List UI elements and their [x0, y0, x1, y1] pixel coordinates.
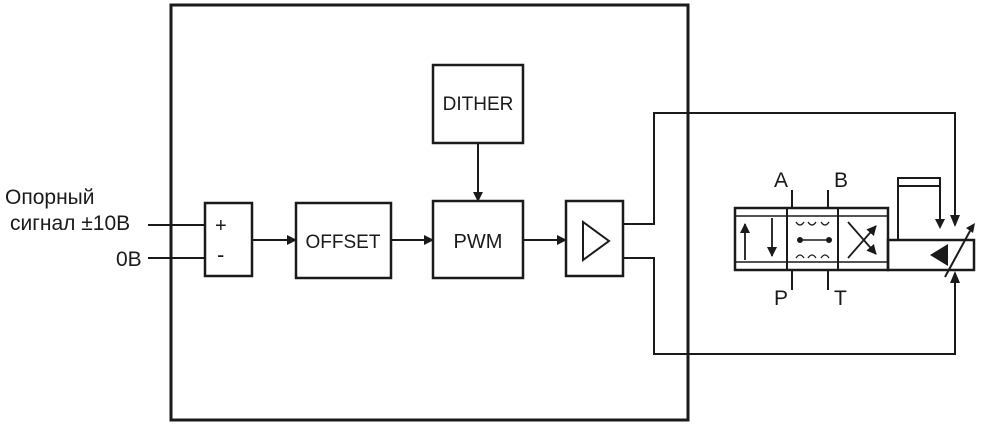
proportional-solenoid-icon [886, 223, 976, 278]
dither-label: DITHER [443, 94, 514, 115]
spring-return-icon [897, 177, 945, 240]
amplifier-block [564, 199, 625, 278]
output-wire-upper [623, 112, 956, 225]
controller-enclosure [169, 3, 690, 422]
wire-lower-arrowhead [950, 271, 960, 283]
proportional-valve-symbol [733, 190, 890, 290]
reference-signal-label-line2: сигнал ±10В [10, 212, 130, 235]
pwm-label: PWM [454, 231, 503, 253]
wire-upper-arrowhead [950, 215, 960, 227]
port-t-label: T [834, 287, 847, 310]
port-a-label: A [774, 169, 788, 192]
summing-plus-sign: + [215, 215, 227, 237]
amplifier-triangle-icon [582, 220, 611, 262]
summing-junction-block [203, 201, 254, 278]
offset-label: OFFSET [306, 232, 381, 253]
output-wire-lower [623, 257, 956, 355]
summing-minus-sign: - [217, 242, 224, 267]
zero-volt-label: 0В [116, 248, 142, 271]
reference-signal-label-line1: Опорный [5, 186, 95, 209]
port-p-label: P [774, 287, 788, 310]
port-b-label: B [834, 169, 848, 192]
